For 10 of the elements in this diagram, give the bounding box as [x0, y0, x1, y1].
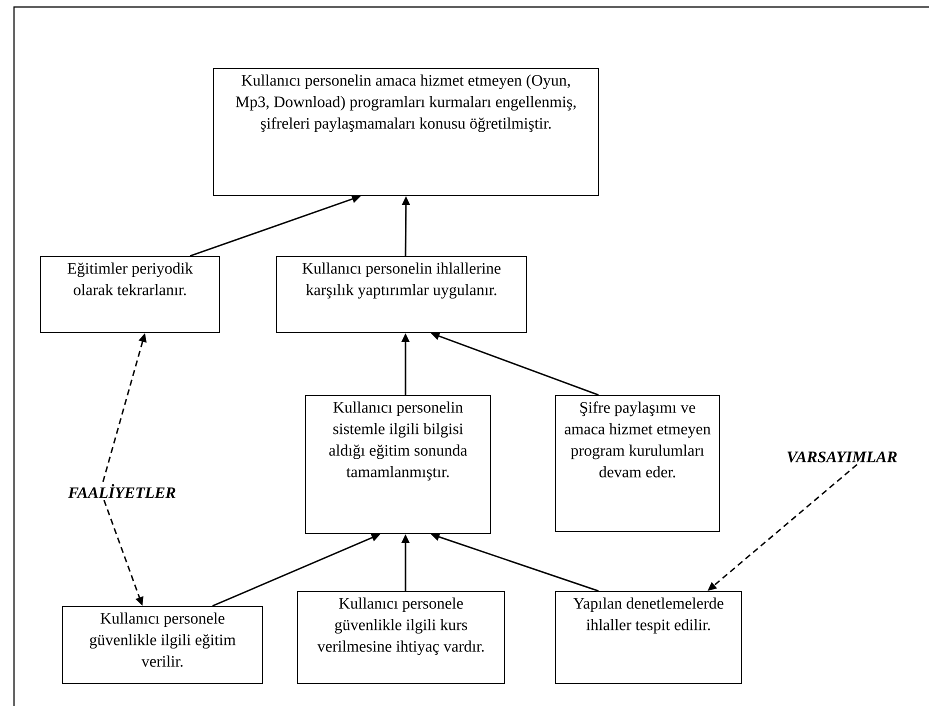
text-box: Eğitimler periyodik olarak tekrarlanır. [40, 256, 220, 333]
text-box: Şifre paylaşımı ve amaca hizmet etmeyen program kurulumları devam eder. [555, 394, 720, 532]
group-label: VARSAYIMLAR [788, 452, 897, 462]
text-box: Kullanıcı personele güvenlikle ilgili kurs verilmesine ihtiyaç vardır. [297, 590, 505, 684]
text-box: Kullanıcı personelin sistemle ilgili bilgisi aldığı eğitim sonunda tamamlanmıştır. [305, 394, 491, 534]
text-box: Kullanıcı personele güvenlikle ilgili eğitim verilir. [62, 606, 263, 684]
text-box: Kullanıcı personelin ihlallerine karşılık yaptırımlar uygulanır. [276, 256, 527, 333]
text-box: Kullanıcı personelin amaca hizmet etmeyen (Oyun, Mp3, Download) programları kurmaları engellenmiş, şifreleri paylaşmamaları konusu öğretilmiştir. [213, 68, 599, 196]
group-label: FAALİYETLER [68, 484, 176, 498]
text-box: Yapılan denetlemelerde ihlaller tespit edilir. [555, 590, 742, 684]
